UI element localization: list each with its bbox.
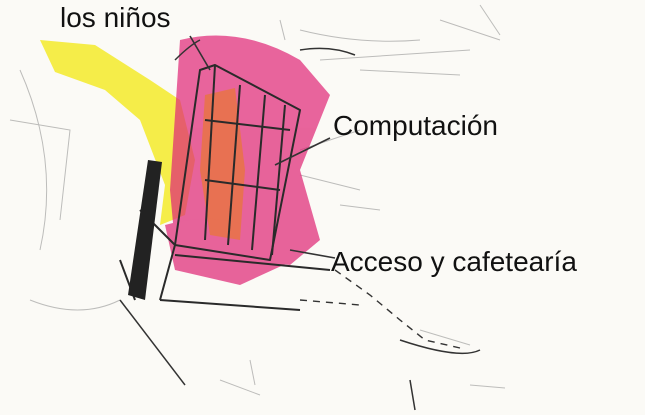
leader-lines <box>189 35 336 259</box>
yellow-zone <box>40 40 195 225</box>
diagonal-strokes <box>119 39 481 411</box>
dark-wall-strokes <box>128 160 162 300</box>
background-pencil-lines <box>9 4 506 396</box>
label-computacion: Computación <box>333 110 498 141</box>
label-los-ninos: los niños <box>60 2 171 33</box>
dashed-boundary <box>299 269 461 349</box>
label-acceso-cafeteria: Acceso y cafetearía <box>331 246 577 277</box>
